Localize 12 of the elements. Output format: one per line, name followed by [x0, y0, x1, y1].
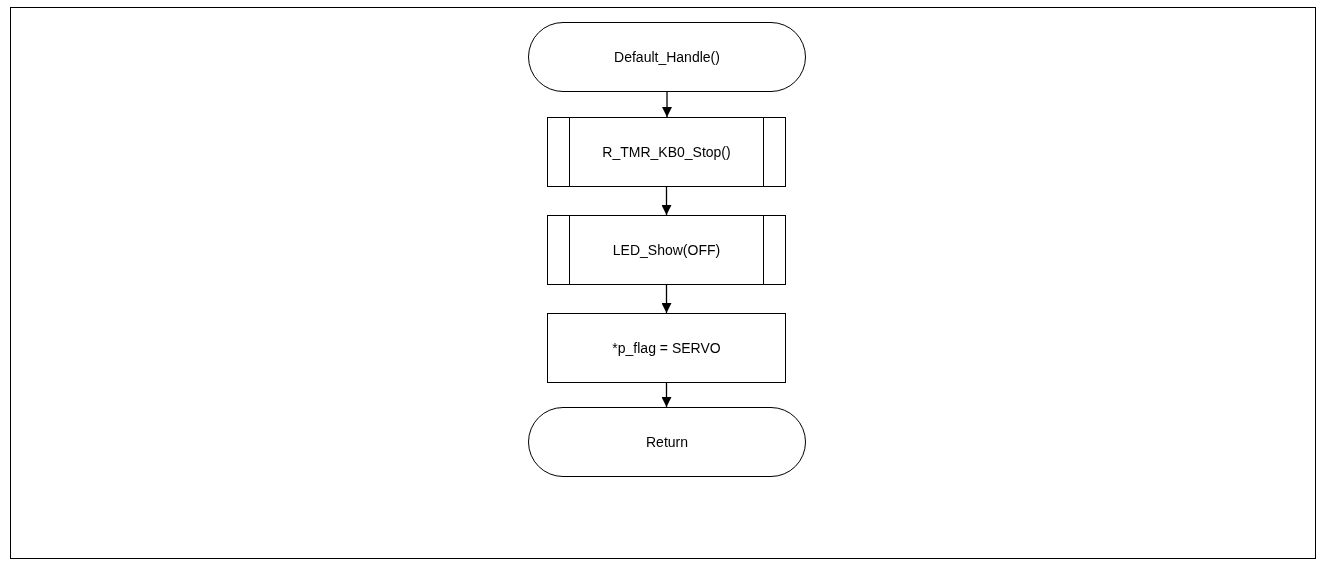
arrow: [661, 382, 672, 408]
node-label: Default_Handle(): [614, 49, 720, 65]
node-label: R_TMR_KB0_Stop(): [602, 144, 731, 160]
subroutine-box: [547, 117, 786, 187]
arrow: [661, 186, 672, 216]
subroutine-box: [547, 215, 786, 285]
node-label: LED_Show(OFF): [612, 242, 721, 258]
arrow: [661, 284, 672, 314]
node-label: *p_flag = SERVO: [612, 340, 721, 356]
arrow: [662, 91, 672, 118]
process-box: [547, 313, 786, 383]
node-label: Return: [646, 434, 688, 450]
